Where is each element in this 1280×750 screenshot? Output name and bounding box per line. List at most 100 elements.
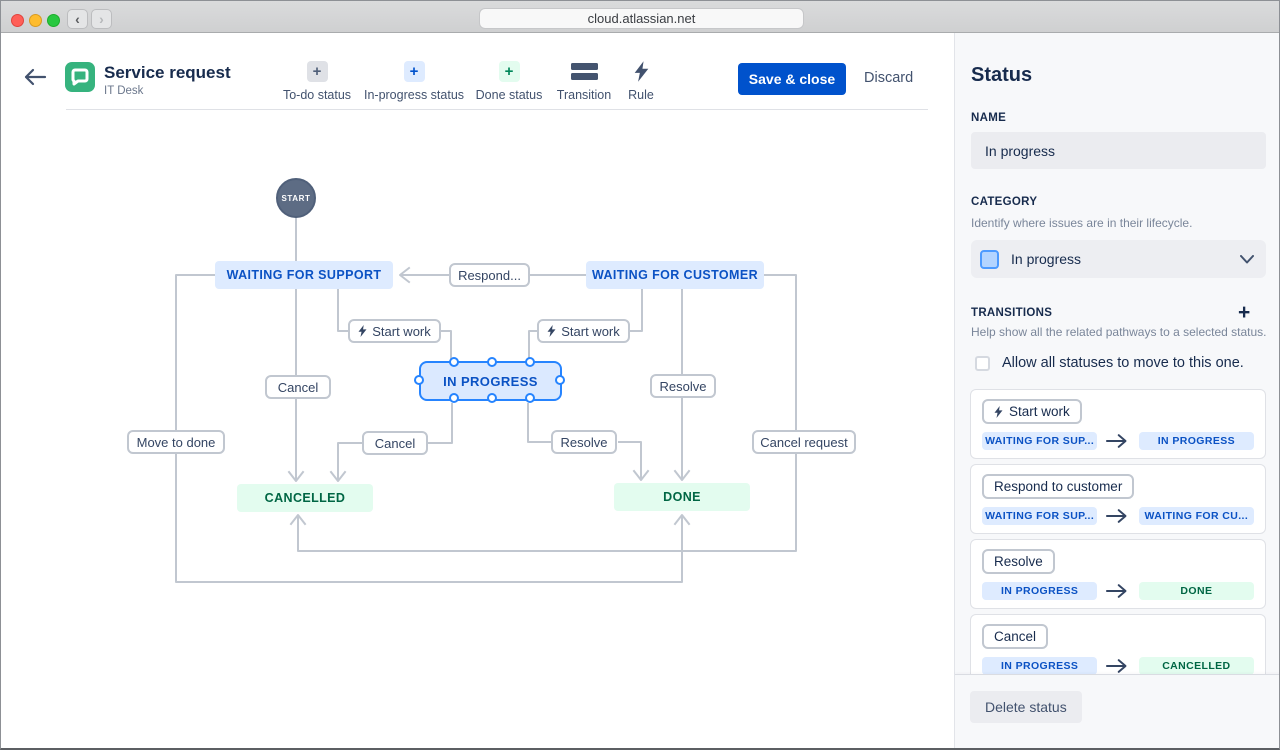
discard-button[interactable]: Discard: [864, 70, 914, 86]
add-transition-plus-icon[interactable]: +: [1238, 301, 1251, 324]
resize-handle[interactable]: [414, 375, 424, 385]
allow-all-row[interactable]: Allow all statuses to move to this one.: [975, 355, 1244, 371]
add-done-status-button[interactable]: + Done status: [475, 61, 543, 102]
transition-edges: [175, 217, 797, 583]
transition-name: Start work: [1009, 404, 1070, 419]
transitions-description: Help show all the related pathways to a …: [971, 325, 1267, 339]
transition-name: Cancel: [994, 629, 1037, 644]
category-label: CATEGORY: [971, 196, 1038, 208]
name-label: NAME: [971, 112, 1007, 124]
address-bar[interactable]: cloud.atlassian.net: [479, 8, 804, 29]
zoom-window-button[interactable]: [47, 14, 60, 27]
transition-name: Resolve: [994, 554, 1043, 569]
status-node-cancelled[interactable]: CANCELLED: [237, 484, 373, 512]
resize-handle[interactable]: [487, 357, 497, 367]
transition-label-cancel-upper[interactable]: Cancel: [265, 375, 331, 399]
back-arrow-icon[interactable]: [23, 67, 47, 87]
start-node-label: START: [281, 193, 311, 203]
badge-row: IN PROGRESS DONE: [982, 582, 1255, 600]
node-label: WAITING FOR CUSTOMER: [591, 268, 759, 282]
arrow-right-icon: [1106, 434, 1127, 448]
transition-label: Transition: [556, 88, 612, 102]
plus-icon: +: [498, 61, 520, 82]
lightning-bolt-icon: [358, 325, 367, 337]
url-text: cloud.atlassian.net: [587, 11, 696, 26]
node-label: CANCELLED: [264, 491, 346, 505]
status-node-done[interactable]: DONE: [614, 483, 750, 511]
arrow-right-icon: [1106, 509, 1127, 523]
transitions-label: TRANSITIONS: [971, 307, 1053, 319]
transition-card-respond-to-customer[interactable]: Respond to customer WAITING FOR SUP... W…: [970, 464, 1266, 534]
workflow-editor-header: Service request IT Desk + To-do status +…: [1, 33, 954, 111]
name-input[interactable]: [971, 132, 1266, 169]
badge-row: WAITING FOR SUP... WAITING FOR CU...: [982, 507, 1255, 525]
add-inprogress-status-button[interactable]: + In-progress status: [364, 61, 464, 102]
transition-label-cancel-lower[interactable]: Cancel: [362, 431, 428, 455]
status-node-waiting-for-customer[interactable]: WAITING FOR CUSTOMER: [586, 261, 764, 289]
transition-label-cancel-request[interactable]: Cancel request: [752, 430, 856, 454]
node-label: IN PROGRESS: [443, 373, 538, 389]
minimize-window-button[interactable]: [29, 14, 42, 27]
label-text: Cancel: [374, 435, 416, 451]
delete-status-button[interactable]: Delete status: [970, 691, 1082, 723]
todo-status-label: To-do status: [282, 88, 352, 102]
transition-name-button[interactable]: Start work: [982, 399, 1082, 424]
transition-label-start-work-left[interactable]: Start work: [348, 319, 441, 343]
close-window-button[interactable]: [11, 14, 24, 27]
add-todo-status-button[interactable]: + To-do status: [282, 61, 352, 102]
chat-bubble-icon: [71, 68, 89, 86]
transition-label-start-work-right[interactable]: Start work: [537, 319, 630, 343]
transition-card-start-work[interactable]: Start work WAITING FOR SUP... IN PROGRES…: [970, 389, 1266, 459]
arrow-right-icon: [1106, 659, 1127, 673]
label-text: Resolve: [560, 434, 608, 450]
resize-handle[interactable]: [555, 375, 565, 385]
transition-label-resolve-right[interactable]: Resolve: [650, 374, 716, 398]
transition-icon: [570, 61, 598, 82]
from-status-badge: WAITING FOR SUP...: [982, 432, 1098, 450]
status-node-in-progress-selected[interactable]: IN PROGRESS: [414, 357, 565, 403]
status-panel: Status NAME CATEGORY Identify where issu…: [954, 33, 1279, 748]
plus-icon: +: [306, 61, 328, 82]
add-rule-button[interactable]: Rule: [613, 61, 669, 102]
browser-back-button[interactable]: ‹: [67, 9, 88, 29]
label-text: Cancel request: [760, 434, 848, 450]
resize-handle[interactable]: [449, 393, 459, 403]
status-node-waiting-for-support[interactable]: WAITING FOR SUPPORT: [215, 261, 393, 289]
transition-label-move-to-done[interactable]: Move to done: [127, 430, 225, 454]
allow-all-checkbox[interactable]: [975, 355, 990, 371]
from-status-badge: IN PROGRESS: [982, 582, 1098, 600]
transition-label-respond[interactable]: Respond...: [449, 263, 530, 287]
transition-name-button[interactable]: Cancel: [982, 624, 1049, 649]
label-text: Respond...: [458, 267, 521, 283]
project-avatar: [65, 62, 95, 92]
transition-name-button[interactable]: Resolve: [982, 549, 1055, 574]
resize-handle[interactable]: [487, 393, 497, 403]
resize-handle[interactable]: [525, 357, 535, 367]
browser-forward-button[interactable]: ›: [91, 9, 112, 29]
label-text: Resolve: [659, 378, 707, 394]
transition-label-resolve-lower[interactable]: Resolve: [551, 430, 617, 454]
category-description: Identify where issues are in their lifec…: [971, 216, 1193, 230]
save-and-close-button[interactable]: Save & close: [738, 63, 846, 95]
transition-card-cancel[interactable]: Cancel IN PROGRESS CANCELLED: [970, 614, 1266, 674]
allow-all-label: Allow all statuses to move to this one.: [1002, 355, 1244, 371]
transition-name-button[interactable]: Respond to customer: [982, 474, 1135, 499]
footer-divider: [955, 674, 1279, 675]
done-status-label: Done status: [475, 88, 543, 102]
lightning-bolt-icon: [634, 61, 648, 82]
node-label: DONE: [663, 490, 701, 504]
to-status-badge: CANCELLED: [1138, 657, 1255, 674]
transition-card-resolve[interactable]: Resolve IN PROGRESS DONE: [970, 539, 1266, 609]
workflow-title: Service request: [104, 63, 231, 82]
resize-handle[interactable]: [525, 393, 535, 403]
category-select[interactable]: In progress: [971, 240, 1266, 278]
transition-card-list: Start work WAITING FOR SUP... IN PROGRES…: [970, 389, 1266, 674]
label-text: Start work: [372, 323, 431, 339]
from-status-badge: WAITING FOR SUP...: [982, 507, 1098, 525]
workflow-canvas[interactable]: START WAITING FOR SUPPORT WAITING FOR CU…: [1, 110, 954, 748]
lightning-bolt-icon: [547, 325, 556, 337]
add-transition-button[interactable]: Transition: [552, 61, 616, 102]
resize-handle[interactable]: [449, 357, 459, 367]
start-node[interactable]: START: [276, 178, 316, 218]
lightning-bolt-icon: [994, 405, 1003, 418]
